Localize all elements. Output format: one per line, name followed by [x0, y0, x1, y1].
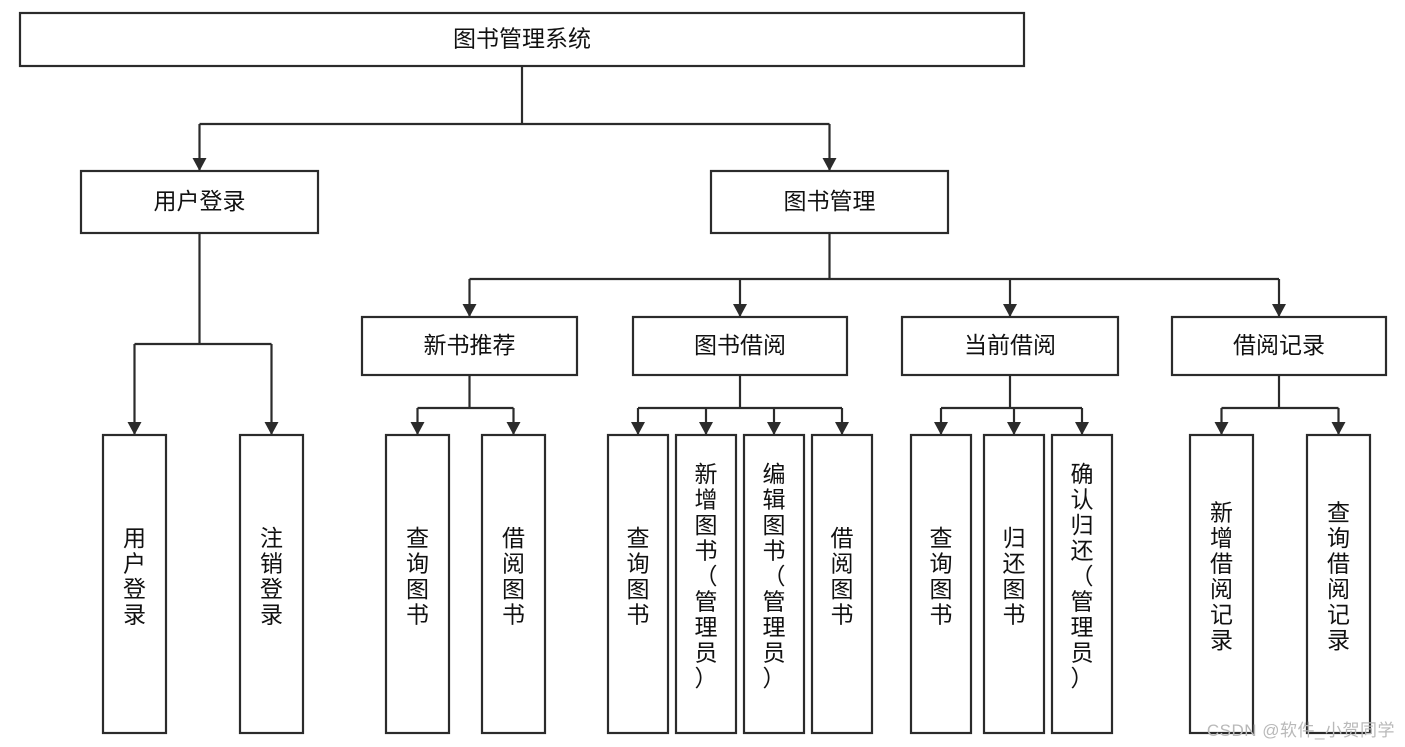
- arrow-head-icon: [264, 422, 279, 435]
- node-box-leaf-borrow-book: [810, 433, 874, 735]
- node-leaf-add-book[interactable]: 新增图书（管理员）: [674, 433, 738, 735]
- node-leaf-query-book-cur[interactable]: 查询图书: [909, 433, 973, 735]
- connector-group-book-manage: [462, 233, 1286, 317]
- arrow-head-icon: [1272, 304, 1286, 317]
- node-box-root: [18, 11, 1026, 68]
- node-leaf-add-borrow-record[interactable]: 新增借阅记录: [1188, 433, 1255, 735]
- node-label-leaf-logout: 注销登录: [260, 525, 283, 628]
- arrow-head-icon: [699, 422, 713, 435]
- node-leaf-confirm-return[interactable]: 确认归还（管理员）: [1050, 433, 1114, 735]
- node-leaf-borrow-book-rec[interactable]: 借阅图书: [480, 433, 547, 735]
- node-user-login[interactable]: 用户登录: [79, 169, 320, 235]
- node-label-leaf-edit-book: 编辑图书（管理员）: [763, 461, 786, 691]
- node-label-user-login: 用户登录: [154, 188, 246, 214]
- arrow-head-icon: [1331, 422, 1346, 435]
- arrow-head-icon: [1075, 422, 1089, 435]
- node-box-leaf-edit-book: [742, 433, 806, 735]
- node-box-leaf-query-borrow-record: [1305, 433, 1372, 735]
- node-label-leaf-query-book-cur: 查询图书: [930, 525, 953, 628]
- connector-group-book-borrow: [631, 375, 849, 435]
- arrow-head-icon: [934, 422, 948, 435]
- arrow-head-icon: [410, 422, 425, 435]
- arrow-head-icon: [127, 422, 142, 435]
- node-box-current-borrow: [900, 315, 1120, 377]
- node-box-new-book-recommend: [360, 315, 579, 377]
- node-box-borrow-record: [1170, 315, 1388, 377]
- node-new-book-recommend[interactable]: 新书推荐: [360, 315, 579, 377]
- node-root[interactable]: 图书管理系统: [18, 11, 1026, 68]
- node-label-borrow-record: 借阅记录: [1233, 332, 1325, 358]
- connector-group-current-borrow: [934, 375, 1089, 435]
- arrow-head-icon: [462, 304, 477, 317]
- node-label-new-book-recommend: 新书推荐: [424, 332, 516, 358]
- node-label-leaf-confirm-return: 确认归还（管理员）: [1071, 461, 1094, 691]
- node-borrow-record[interactable]: 借阅记录: [1170, 315, 1388, 377]
- connector-group-borrow-record: [1214, 375, 1346, 435]
- node-box-user-login: [79, 169, 320, 235]
- node-label-leaf-query-borrow-record: 查询借阅记录: [1327, 499, 1350, 653]
- node-leaf-query-book-borrow[interactable]: 查询图书: [606, 433, 670, 735]
- node-box-leaf-user-login: [101, 433, 168, 735]
- node-box-leaf-query-book-borrow: [606, 433, 670, 735]
- node-label-book-manage: 图书管理: [784, 188, 876, 214]
- node-leaf-borrow-book[interactable]: 借阅图书: [810, 433, 874, 735]
- node-current-borrow[interactable]: 当前借阅: [900, 315, 1120, 377]
- arrow-head-icon: [733, 304, 747, 317]
- node-leaf-query-book-rec[interactable]: 查询图书: [384, 433, 451, 735]
- arrow-head-icon: [192, 158, 207, 171]
- arrow-head-icon: [1214, 422, 1229, 435]
- node-leaf-user-login[interactable]: 用户登录: [101, 433, 168, 735]
- node-label-leaf-user-login: 用户登录: [123, 525, 146, 628]
- node-leaf-query-borrow-record[interactable]: 查询借阅记录: [1305, 433, 1372, 735]
- node-box-leaf-confirm-return: [1050, 433, 1114, 735]
- node-box-leaf-add-borrow-record: [1188, 433, 1255, 735]
- connection-layer: [127, 66, 1346, 435]
- node-layer: 图书管理系统用户登录图书管理新书推荐图书借阅当前借阅借阅记录用户登录注销登录查询…: [18, 11, 1388, 735]
- node-box-book-borrow: [631, 315, 849, 377]
- node-book-borrow[interactable]: 图书借阅: [631, 315, 849, 377]
- node-label-leaf-borrow-book: 借阅图书: [831, 525, 854, 628]
- node-box-leaf-query-book-cur: [909, 433, 973, 735]
- node-label-leaf-query-book-borrow: 查询图书: [627, 525, 650, 628]
- node-book-manage[interactable]: 图书管理: [709, 169, 950, 235]
- arrow-head-icon: [1003, 304, 1017, 317]
- arrow-head-icon: [631, 422, 645, 435]
- node-box-leaf-borrow-book-rec: [480, 433, 547, 735]
- node-label-leaf-add-borrow-record: 新增借阅记录: [1210, 499, 1233, 653]
- arrow-head-icon: [506, 422, 521, 435]
- arrow-head-icon: [1007, 422, 1021, 435]
- connector-group-root: [192, 66, 837, 171]
- node-box-leaf-logout: [238, 433, 305, 735]
- node-leaf-logout[interactable]: 注销登录: [238, 433, 305, 735]
- node-box-book-manage: [709, 169, 950, 235]
- connector-group-new-book-recommend: [410, 375, 521, 435]
- node-leaf-return-book[interactable]: 归还图书: [982, 433, 1046, 735]
- node-label-leaf-add-book: 新增图书（管理员）: [695, 461, 718, 691]
- node-label-leaf-borrow-book-rec: 借阅图书: [502, 525, 525, 628]
- arrow-head-icon: [822, 158, 837, 171]
- node-label-root: 图书管理系统: [453, 26, 591, 52]
- node-box-leaf-query-book-rec: [384, 433, 451, 735]
- node-label-leaf-query-book-rec: 查询图书: [406, 525, 429, 628]
- node-label-current-borrow: 当前借阅: [964, 332, 1056, 358]
- connector-group-user-login: [127, 233, 279, 435]
- arrow-head-icon: [767, 422, 781, 435]
- node-leaf-edit-book[interactable]: 编辑图书（管理员）: [742, 433, 806, 735]
- node-box-leaf-add-book: [674, 433, 738, 735]
- node-label-leaf-return-book: 归还图书: [1003, 525, 1026, 628]
- arrow-head-icon: [835, 422, 849, 435]
- node-label-book-borrow: 图书借阅: [694, 332, 786, 358]
- node-box-leaf-return-book: [982, 433, 1046, 735]
